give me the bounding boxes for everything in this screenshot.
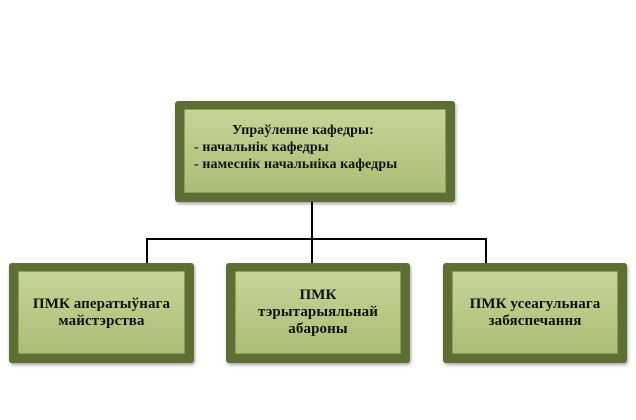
child-node-operational-skills-content: ПМК аператыўнага майстэрства [18,271,185,354]
child-node-general-support-line-1: ПМК усеагульнага [469,295,601,312]
child-node-operational-skills: ПМК аператыўнага майстэрства [9,263,194,363]
root-node-item-deputy: - намеснік начальніка кафедры [194,157,398,172]
root-node-item-head: - начальнік кафедры [194,140,329,155]
child-node-territorial-defense-line-2: тэрытарыяльнай [257,304,379,320]
child-node-territorial-defense-content: ПМК тэрытарыяльнай абароны [235,271,401,354]
root-node-title: Упраўленне кафедры: [232,123,374,138]
child-node-territorial-defense-line-1: ПМК [299,287,337,303]
child-node-operational-skills-line-1: ПМК аператыўнага [32,295,171,312]
root-node-content: Упраўленне кафедры: - начальнік кафедры … [184,109,446,193]
child-node-general-support-content: ПМК усеагульнага забяспечання [452,271,618,354]
child-node-general-support: ПМК усеагульнага забяспечання [443,263,627,363]
child-node-territorial-defense-line-3: абароны [288,321,348,337]
child-node-operational-skills-line-2: майстэрства [58,312,145,329]
child-node-territorial-defense: ПМК тэрытарыяльнай абароны [226,263,410,363]
child-node-general-support-line-2: забяспечання [488,312,582,329]
root-node-department-management: Упраўленне кафедры: - начальнік кафедры … [175,101,455,202]
